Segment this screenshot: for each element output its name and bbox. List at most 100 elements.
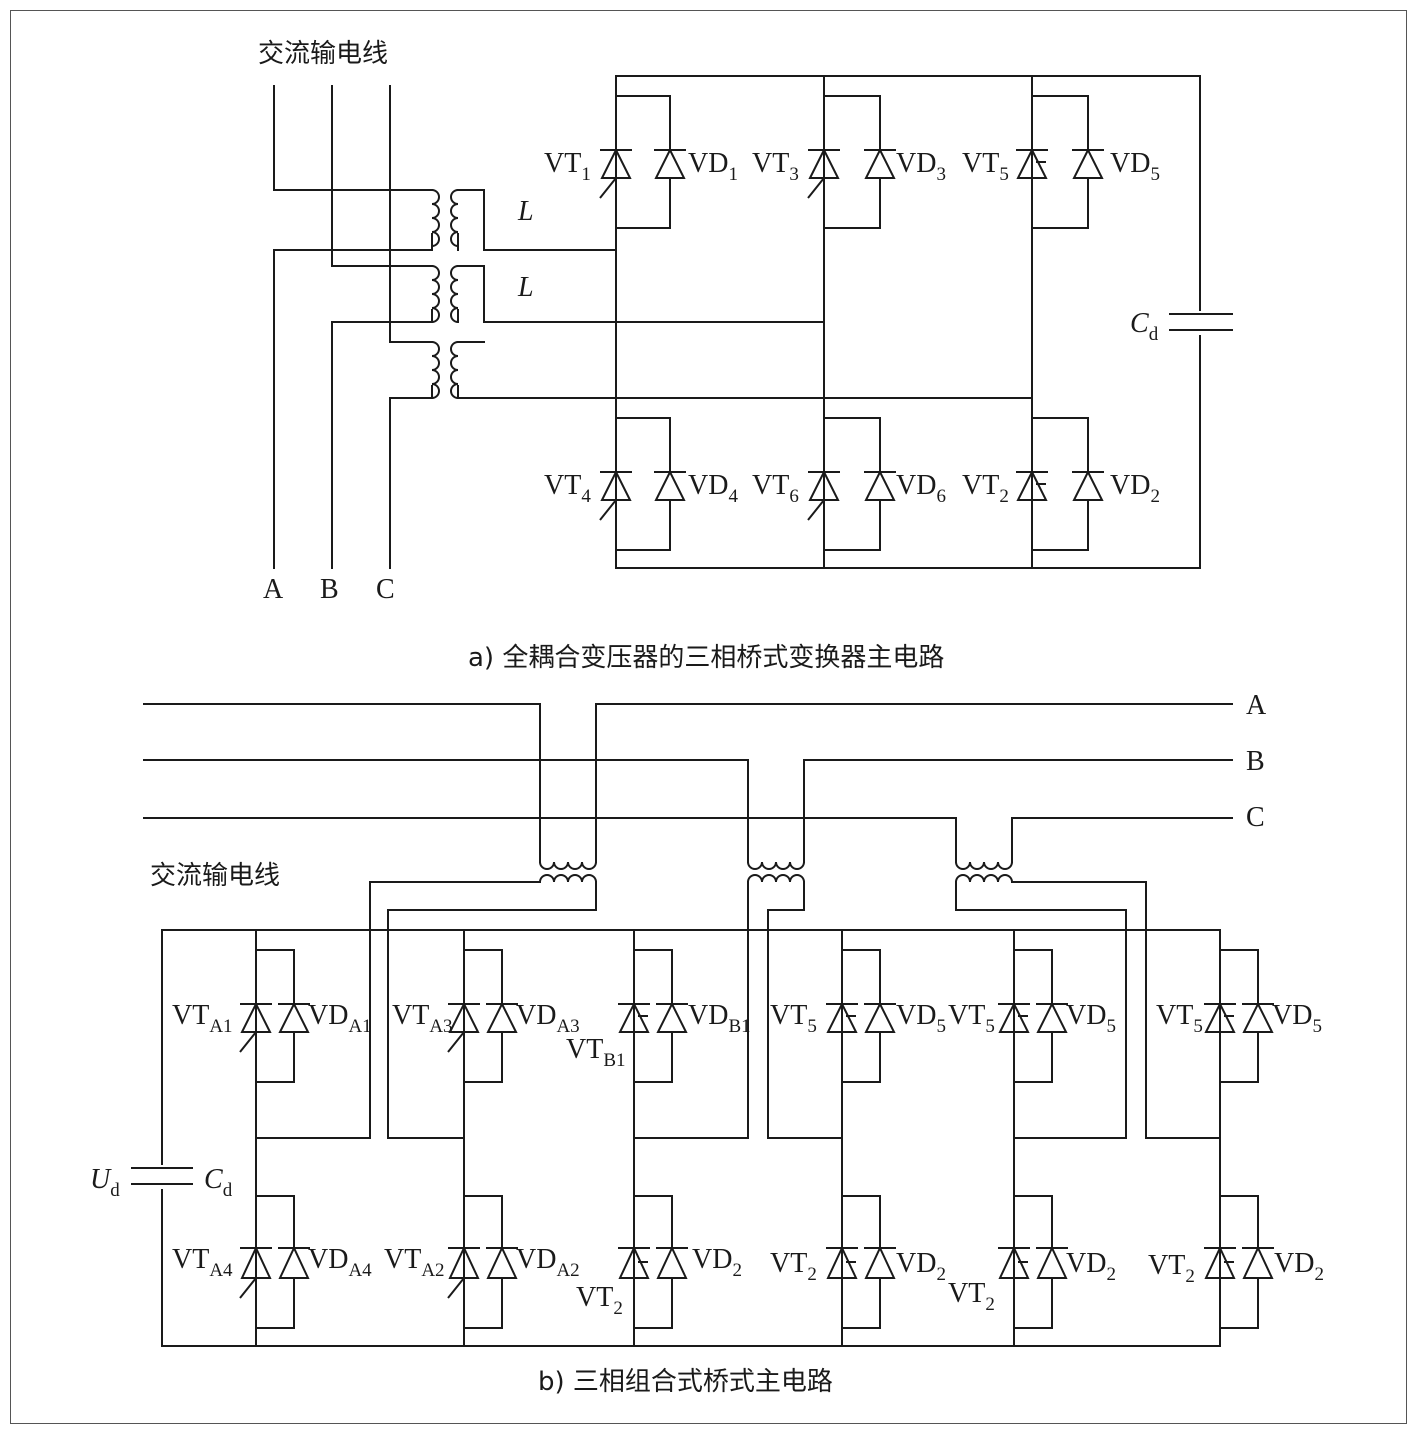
part-a-label-vt5: VT5: [962, 148, 1009, 185]
part-a-label-vd4: VD4: [688, 470, 738, 507]
part-a-phase-b-wire: [331, 85, 433, 569]
part-b-label-vt5-b5: VT5: [948, 1000, 995, 1037]
part-b-capacitor-label: Cd: [204, 1164, 233, 1201]
thyristor-vt2-symbol: [1016, 469, 1048, 501]
part-b-label-vt2-b3: VT2: [576, 1282, 623, 1319]
diode-vd5-b6-symbol: [1242, 1001, 1274, 1033]
part-a-label-vt4: VT4: [544, 470, 591, 507]
part-a-label-vd5: VD5: [1110, 148, 1160, 185]
diode-vda4-symbol: [278, 1245, 310, 1279]
part-b-phase-c-label: C: [1246, 802, 1265, 833]
thyristor-vt2-b3-symbol: [618, 1245, 650, 1279]
part-b-phase-a-wire: [143, 703, 1233, 863]
diode-vd3-symbol: [864, 147, 896, 179]
part-b-label-vta3: VTA3: [392, 1000, 453, 1037]
thyristor-vt6-symbol: [807, 469, 840, 521]
part-b-dc-capacitor: [131, 1167, 193, 1185]
part-a-label-vt3: VT3: [752, 148, 799, 185]
diode-vda3-symbol: [486, 1001, 518, 1033]
part-b-transformer-b: [633, 861, 843, 1139]
diode-vd2-symbol: [1072, 469, 1104, 501]
thyristor-vta2-symbol: [447, 1245, 480, 1299]
part-b-label-vda1: VDA1: [308, 1000, 372, 1037]
part-a-inductor-label-2: L: [517, 272, 534, 303]
part-a-label-vd6: VD6: [896, 470, 946, 507]
part-b-phase-a-label: A: [1246, 690, 1267, 721]
part-a-phase-b-label: B: [320, 574, 339, 605]
thyristor-vt2-b5-symbol: [998, 1245, 1030, 1279]
part-b-label-vt5-b4: VT5: [770, 1000, 817, 1037]
thyristor-vt1-symbol: [599, 147, 632, 199]
diode-vd2-b5-symbol: [1036, 1245, 1068, 1279]
part-b-voltage-label: Ud: [90, 1164, 120, 1201]
part-b-label-vta1: VTA1: [172, 1000, 233, 1037]
part-a-label-vt1: VT1: [544, 148, 591, 185]
part-a-lower-switches: [599, 417, 1104, 551]
part-b-label-vta4: VTA4: [172, 1244, 233, 1281]
part-a-capacitor-label: Cd: [1130, 308, 1159, 345]
part-b-label-vd5-b5: VD5: [1066, 1000, 1116, 1037]
part-b-label-vd5-b4: VD5: [896, 1000, 946, 1037]
part-b-label-vt2-b6: VT2: [1148, 1250, 1195, 1287]
figure-frame: [10, 10, 1407, 1424]
diode-vd2-b3-symbol: [656, 1245, 688, 1279]
part-b-label-vd2-b4: VD2: [896, 1248, 946, 1285]
part-b-label-vda3: VDA3: [516, 1000, 580, 1037]
part-a-label-vt2: VT2: [962, 470, 1009, 507]
thyristor-vta3-symbol: [447, 1001, 480, 1053]
part-b-upper-switches: [239, 949, 1274, 1083]
diode-vd5-b4-symbol: [864, 1001, 896, 1033]
part-b-transformer-a: [255, 861, 597, 1139]
thyristor-vt4-symbol: [599, 469, 632, 521]
part-b-label-vd2-b3: VD2: [692, 1244, 742, 1281]
part-a-dc-bus: [615, 75, 1201, 569]
diode-vd2-b4-symbol: [864, 1245, 896, 1279]
part-b-phase-b-wire: [143, 759, 1233, 863]
part-a-phase-c-label: C: [376, 574, 395, 605]
diode-vdb1-symbol: [656, 1001, 688, 1033]
part-a-circuit: 交流输电线 A B C L L Cd: [258, 39, 1233, 673]
diode-vd5-symbol: [1072, 147, 1104, 179]
thyristor-vt5-b4-symbol: [826, 1001, 858, 1033]
part-b-label-vtb1: VTB1: [566, 1034, 626, 1071]
thyristor-vt5-b5-symbol: [998, 1001, 1030, 1033]
part-a-dc-capacitor: [1169, 313, 1233, 331]
part-b-label-vdb1: VDB1: [688, 1000, 751, 1037]
thyristor-vtb1-symbol: [618, 1001, 650, 1033]
part-a-transformer-1: [431, 189, 617, 251]
part-a-inductor-label-1: L: [517, 196, 534, 227]
part-a-upper-switches: [599, 95, 1104, 229]
part-a-label-vd1: VD1: [688, 148, 738, 185]
part-a-transformer-2: [431, 265, 825, 323]
part-a-phase-a-wire: [273, 85, 433, 569]
thyristor-vt5-b6-symbol: [1204, 1001, 1236, 1033]
part-a-label-vt6: VT6: [752, 470, 799, 507]
part-a-label-vd2: VD2: [1110, 470, 1160, 507]
part-b-label-vd2-b6: VD2: [1274, 1248, 1324, 1285]
diode-vd1-symbol: [654, 147, 686, 179]
thyristor-vt5-symbol: [1016, 147, 1048, 179]
part-a-label-vd3: VD3: [896, 148, 946, 185]
part-a-phase-a-label: A: [263, 574, 284, 605]
thyristor-vta4-symbol: [239, 1245, 272, 1299]
part-b-lower-switches: [239, 1195, 1274, 1329]
diode-vd5-b5-symbol: [1036, 1001, 1068, 1033]
part-a-line-label: 交流输电线: [258, 39, 388, 69]
diode-vda1-symbol: [278, 1001, 310, 1033]
part-a-phase-c-wire: [389, 85, 433, 569]
diode-vd2-b6-symbol: [1242, 1245, 1274, 1279]
part-b-label-vt5-b6: VT5: [1156, 1000, 1203, 1037]
thyristor-vt2-b6-symbol: [1204, 1245, 1236, 1279]
part-b-label-vt2-b4: VT2: [770, 1248, 817, 1285]
part-b-circuit: A B C 交流输电线 Ud Cd: [90, 690, 1324, 1397]
thyristor-vta1-symbol: [239, 1001, 272, 1053]
thyristor-vt3-symbol: [807, 147, 840, 199]
part-b-label-vt2-b5: VT2: [948, 1278, 995, 1315]
diode-vd6-symbol: [864, 469, 896, 501]
part-b-caption: b) 三相组合式桥式主电路: [538, 1367, 833, 1397]
diode-vda2-symbol: [486, 1245, 518, 1279]
part-b-label-vda2: VDA2: [516, 1244, 580, 1281]
part-b-label-vda4: VDA4: [308, 1244, 372, 1281]
part-b-line-label: 交流输电线: [150, 861, 280, 891]
